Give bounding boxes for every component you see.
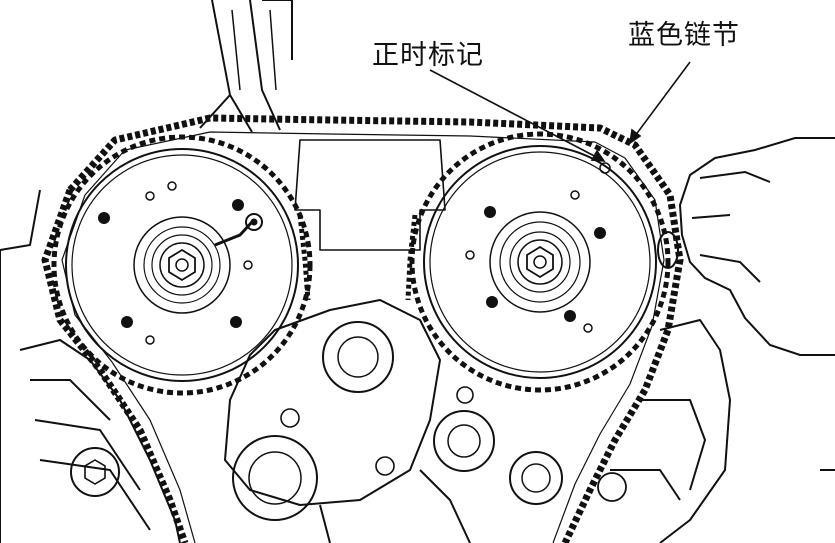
right-camshaft-sprocket — [409, 131, 671, 393]
wrench-handle — [199, 0, 293, 133]
chain-middle-run — [297, 214, 418, 301]
center-lower-cover — [319, 469, 471, 543]
right-sprocket-small-holes — [465, 162, 611, 333]
right-sprocket-bolt-holes — [484, 206, 606, 322]
leader-lines — [429, 61, 691, 162]
center-casting — [294, 139, 446, 251]
right-casting — [610, 319, 731, 543]
left-camshaft-sprocket — [51, 134, 313, 396]
center-cover — [224, 299, 441, 506]
left-sprocket-small-holes — [145, 181, 253, 345]
timing-mark-label: 正时标记 — [372, 40, 484, 71]
wrench-shaft — [231, 9, 277, 91]
hand-illustration — [657, 137, 835, 356]
timing-chain — [41, 114, 684, 543]
lower-pulleys — [70, 321, 627, 521]
left-sprocket-bolt-holes — [98, 199, 244, 328]
engine-block-outline — [0, 189, 835, 543]
blue-link-label: 蓝色链节 — [628, 20, 740, 51]
